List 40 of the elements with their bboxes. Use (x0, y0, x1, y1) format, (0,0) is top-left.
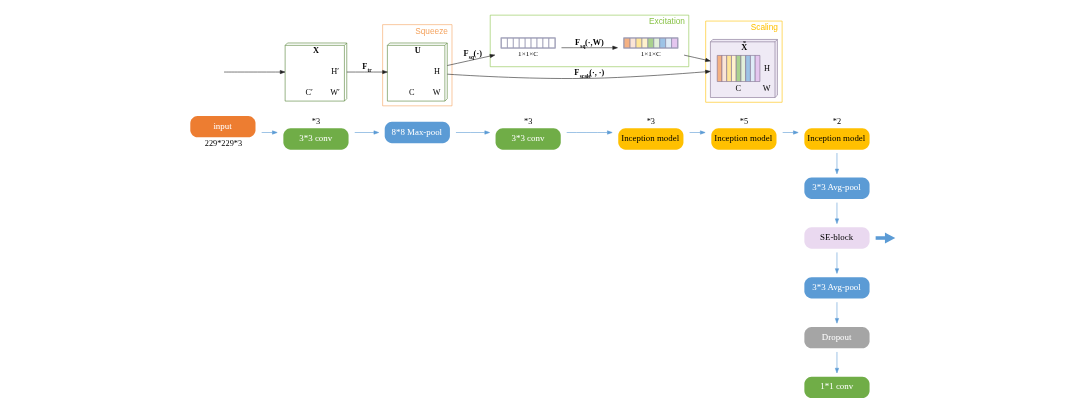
node-box: 3*3 Avg-pool (804, 177, 870, 199)
edge-label: F$_{sq}$(·) (463, 49, 482, 61)
arrow (566, 130, 613, 135)
arrow (561, 45, 618, 50)
arrow (447, 69, 711, 79)
arrow (223, 70, 286, 74)
node-box: 3*3 conv (283, 128, 349, 150)
arrow (261, 130, 278, 135)
arrow (835, 202, 839, 224)
node-box: input (190, 115, 256, 138)
arrow (835, 252, 839, 274)
edge-label: F$_{scale}$(·, ·) (574, 68, 605, 80)
arrow (455, 130, 490, 135)
arrow (835, 351, 839, 374)
node-label: *5 (739, 116, 749, 126)
arrow (782, 130, 799, 135)
node-box: 3*3 Avg-pool (804, 277, 870, 299)
edge-label: F$_{tr}$ (362, 62, 372, 74)
arrow (683, 54, 711, 62)
node-box: Inception model (804, 128, 870, 150)
node-label: *3 (646, 116, 655, 126)
arrow (346, 70, 388, 74)
node-box: Inception model (618, 128, 684, 150)
arrow (835, 301, 839, 324)
node-box: Dropout (804, 326, 870, 349)
node-box: Inception model (711, 128, 777, 150)
arrow (689, 130, 706, 135)
node-box: 8*8 Max-pool (384, 121, 450, 144)
arrow (835, 152, 839, 175)
node-label: *3 (524, 116, 533, 126)
node-label: 229*229*3 (204, 139, 243, 149)
arrow (875, 232, 896, 244)
node-label: *3 (311, 116, 321, 126)
node-box: 3*3 conv (495, 128, 561, 150)
node-box: SE-block (804, 227, 870, 249)
node-label: *2 (832, 116, 842, 126)
node-box: 1*1 conv (804, 376, 870, 399)
arrow (447, 54, 496, 66)
edge-label: F$_{sq}$(·,W) (574, 37, 604, 49)
arrow (354, 130, 379, 135)
